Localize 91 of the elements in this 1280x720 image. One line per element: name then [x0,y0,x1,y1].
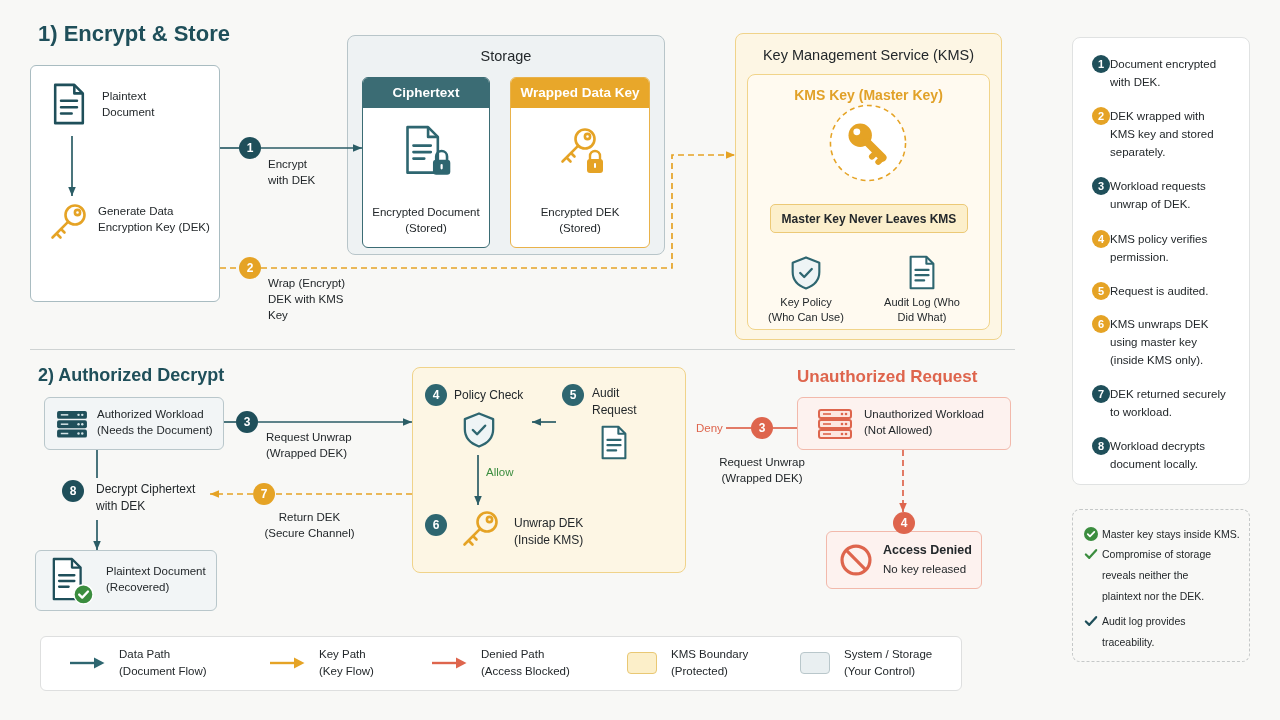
node-label: Master Key Never Leaves KMS [781,211,957,228]
kms-panel [412,367,686,573]
step-badge: 4 [1092,230,1110,248]
callout-box [770,204,968,233]
dashed-arrow [899,449,907,513]
connector-line [772,427,798,429]
section-heading: 2) Authorized Decrypt [38,364,225,387]
legend-text: Data Path (Document Flow) [119,647,208,679]
node-label: Generate Data Encryption Key (DEK) [98,204,211,235]
legend-text: System / Storage (Your Control) [844,647,934,679]
edge-label: Wrap (Encrypt) DEK with KMS Key [268,276,347,323]
connector-line [725,427,752,429]
dashed-arrow [209,490,254,498]
step-badge: 6 [1092,315,1110,333]
legend-text: Key Path (Key Flow) [319,647,375,679]
arrow [68,135,76,197]
node-label: Audit Request [592,385,638,419]
step-badge: 6 [425,514,447,536]
step-badge: 4 [893,512,915,534]
step-badge: 5 [1092,282,1110,300]
connector-line [219,147,240,149]
arrow [93,519,101,551]
card-header: Wrapped Data Key [511,78,649,108]
step-badge: 5 [562,384,584,406]
node-label: Deny [696,421,726,436]
note-text: Compromise of storage reveals neither the plaintext nor the DEK. [1102,546,1213,604]
step-text: KMS unwraps DEK using master key (inside KMS only). [1110,317,1210,368]
step-badge: 2 [1092,107,1110,125]
card-header: Ciphertext [363,78,489,108]
arrow [531,418,557,426]
step-badge: 7 [253,483,275,505]
dashed-arrow [260,151,736,269]
node-label: Unwrap DEK (Inside KMS) [514,515,585,549]
step-badge: 4 [425,384,447,406]
arrow [257,418,413,426]
master-key-panel [747,74,990,330]
step-badge: 3 [236,411,258,433]
step-text: Document encrypted with DEK. [1110,57,1218,90]
storage-panel [347,35,665,255]
workload-box [44,397,224,450]
connector-line [223,421,237,423]
node-label: Access Denied [883,542,972,559]
legend-text: Denied Path (Access Blocked) [481,647,571,679]
step-text: DEK wrapped with KMS key and stored separately. [1110,109,1215,160]
storage-card [362,77,490,248]
node-label: Encrypted DEK (Stored) [539,205,621,236]
kms-panel [735,33,1002,340]
arrow [474,454,482,506]
section-heading: 1) Encrypt & Store [38,20,230,48]
node-label: Authorized Workload (Needs the Document) [97,407,214,438]
node-label: Audit Log (Who Did What) [883,295,961,326]
client-panel [30,65,220,302]
node-label: Plaintext Document (Recovered) [106,564,207,595]
panel-title: KMS Key (Master Key) [794,86,943,105]
edge-label: Request Unwrap (Wrapped DEK) [266,430,353,461]
document-box [35,550,217,611]
edge-label: Request Unwrap (Wrapped DEK) [718,455,806,486]
section-heading: Unauthorized Request [797,366,978,388]
legend-text: KMS Boundary (Protected) [671,647,750,679]
panel-title: Storage [480,47,532,66]
step-badge: 8 [1092,437,1110,455]
connector-line [96,449,98,479]
panel-title: Key Management Service (KMS) [762,46,975,65]
step-text: Workload requests unwrap of DEK. [1110,179,1207,212]
node-label: Policy Check [454,387,524,404]
dashed-line [274,493,413,495]
node-label: Key Policy (Who Can Use) [767,295,845,326]
step-badge: 1 [1092,55,1110,73]
step-text: DEK returned securely to workload. [1110,387,1227,420]
step-badge: 8 [62,480,84,502]
note-text: Master key stays inside KMS. [1102,526,1240,542]
node-label: Encrypted Document (Stored) [371,205,481,236]
step-badge: 3 [751,417,773,439]
workload-box [797,397,1011,450]
node-label: Plaintext Document [102,89,156,120]
step-text: Request is audited. [1110,284,1209,299]
step-badge: 1 [239,137,261,159]
storage-card [510,77,650,248]
edge-label: Allow [486,465,514,480]
node-label: No key released [883,562,967,577]
step-badge: 7 [1092,385,1110,403]
node-label: Unauthorized Workload (Not Allowed) [864,407,985,438]
step-text: Workload decrypts document locally. [1110,439,1207,472]
note-text: Audit log provides traceability. [1102,613,1187,650]
node-label: Decrypt Ciphertext with DEK [96,481,197,515]
step-badge: 2 [239,257,261,279]
step-text: KMS policy verifies permission. [1110,232,1209,265]
arrow [260,144,363,152]
step-badge: 3 [1092,177,1110,195]
edge-label: Encrypt with DEK [268,157,317,188]
edge-label: Return DEK (Secure Channel) [263,510,356,541]
